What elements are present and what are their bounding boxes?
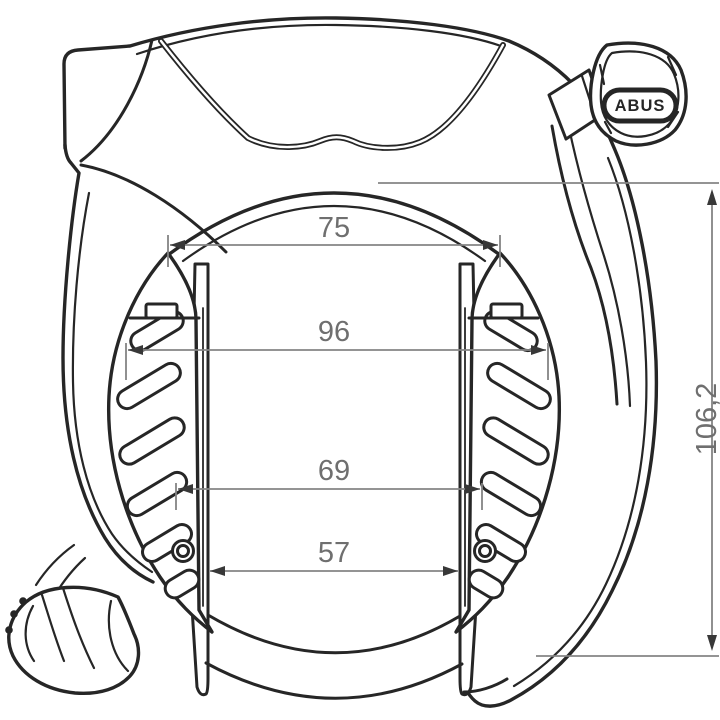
left-shield xyxy=(106,251,214,634)
arrow-left xyxy=(210,566,225,576)
lock-body xyxy=(61,16,659,708)
top-recess xyxy=(158,38,506,151)
body-inner-contour-top xyxy=(135,23,503,56)
arrow-right xyxy=(465,484,480,494)
lever-arm-line-1 xyxy=(34,543,76,587)
key-head-spoke xyxy=(666,55,678,77)
right-foot-edge xyxy=(462,677,509,694)
arrow-left xyxy=(178,484,193,494)
abus-logo-badge: ABUS xyxy=(601,87,679,124)
lever-outline xyxy=(7,585,141,696)
dimension-96: 96 xyxy=(125,316,549,380)
opening-top-arc xyxy=(166,191,502,257)
body-outline-top-right xyxy=(62,16,659,708)
opening-bottom-arc-2 xyxy=(204,661,464,700)
body-inner-contour-left xyxy=(71,191,154,574)
dimension-69: 69 xyxy=(175,455,483,510)
right-shield-slots xyxy=(467,309,552,600)
body-inner-contour-right xyxy=(512,156,648,688)
arrow-right xyxy=(531,345,546,355)
lock-cylinder-line-1 xyxy=(550,124,619,406)
key-head-spoke xyxy=(666,110,680,129)
extension-ticks xyxy=(167,235,501,267)
abus-logo-text: ABUS xyxy=(615,97,666,115)
key-head-spoke xyxy=(603,120,613,135)
arrow-left xyxy=(128,345,143,355)
dimension-label-57: 57 xyxy=(318,537,350,569)
arrow-down xyxy=(707,635,717,651)
arrow-right xyxy=(483,240,498,250)
key-head-spoke xyxy=(598,63,606,86)
arrow-left xyxy=(170,240,185,250)
dimension-106-2: 106,2 xyxy=(378,182,720,657)
right-shield xyxy=(454,251,562,634)
key: ABUS xyxy=(547,41,688,408)
lever-grip-bump xyxy=(5,626,13,634)
dimension-label-69: 69 xyxy=(318,455,350,487)
lever-grip-bump xyxy=(19,597,27,605)
opening-bottom-arc-1 xyxy=(206,613,462,655)
left-shield-tab xyxy=(144,302,179,320)
arrow-up xyxy=(707,189,717,205)
left-shield-slots xyxy=(116,309,201,600)
dimension-label-75: 75 xyxy=(318,212,350,244)
body-shoulder-line xyxy=(79,163,228,254)
opening-top-arc-inner xyxy=(181,205,487,263)
left-rivet xyxy=(171,539,195,563)
dimension-75: 75 xyxy=(167,212,501,267)
lever-grip-bump xyxy=(10,610,18,618)
dimension-57: 57 xyxy=(210,537,458,576)
dimension-label-106-2: 106,2 xyxy=(691,383,720,456)
dimension-label-96: 96 xyxy=(318,316,350,348)
lock-cylinder-line-2 xyxy=(565,116,632,408)
operating-lever xyxy=(5,543,141,696)
extension-ticks xyxy=(175,483,483,510)
lever-seam-1 xyxy=(61,586,96,670)
arrow-right xyxy=(443,566,458,576)
right-shield-tab xyxy=(489,302,524,320)
body-outline-left xyxy=(61,143,155,584)
extension-ticks xyxy=(125,343,549,380)
lever-inner-line-left xyxy=(24,604,36,663)
right-rivet xyxy=(473,539,497,563)
lever-seam-2 xyxy=(40,593,66,663)
mounting-plate-edge xyxy=(79,38,154,163)
key-head-inner xyxy=(599,50,680,138)
ring-opening xyxy=(166,191,502,263)
lever-inner-line-right xyxy=(107,599,130,673)
